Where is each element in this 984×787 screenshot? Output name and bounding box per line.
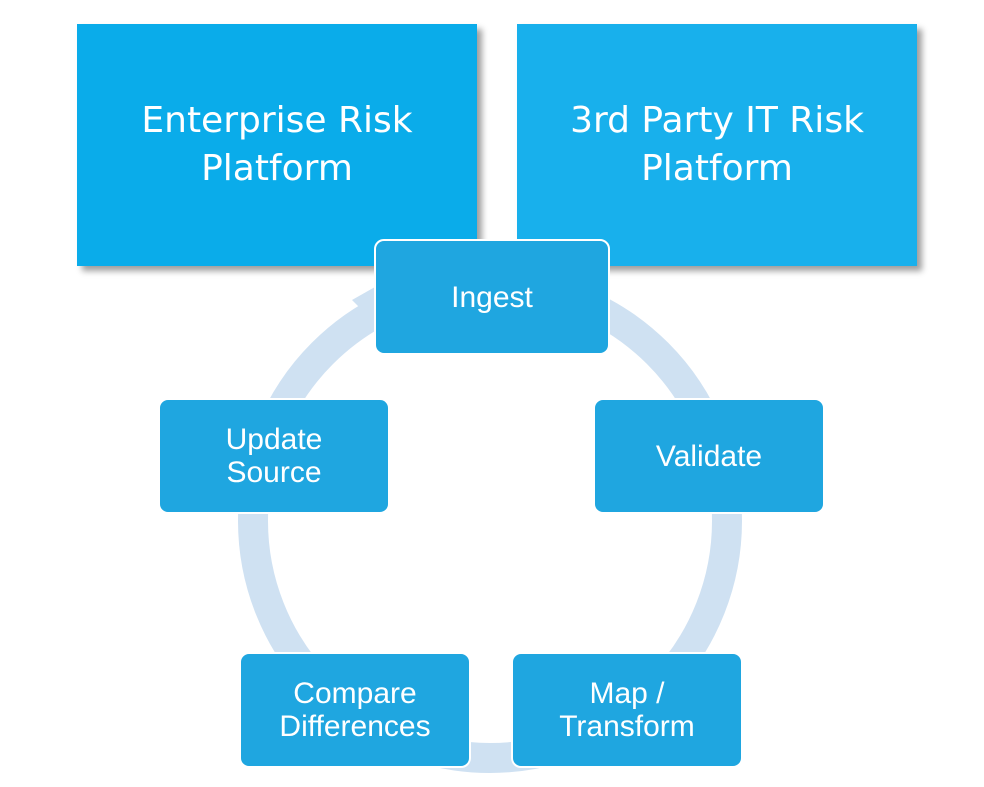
enterprise-risk-platform-box: Enterprise Risk Platform (77, 24, 477, 266)
cycle-step-validate-label: Validate (655, 439, 763, 473)
cycle-step-ingest: Ingest (374, 239, 610, 355)
cycle-step-map-transform: Map / Transform (511, 652, 743, 768)
cycle-step-validate: Validate (593, 398, 825, 514)
cycle-step-map-transform-label: Map / Transform (559, 677, 695, 743)
enterprise-risk-platform-label: Enterprise Risk Platform (141, 100, 413, 189)
cycle-step-compare-differences: Compare Differences (239, 652, 471, 768)
cycle-step-ingest-label: Ingest (451, 280, 533, 314)
cycle-step-update-source-label: Update Source (225, 423, 323, 489)
cycle-step-update-source: Update Source (158, 398, 390, 514)
third-party-it-risk-platform-label: 3rd Party IT Risk Platform (570, 100, 864, 189)
cycle-step-compare-differences-label: Compare Differences (279, 677, 431, 743)
third-party-it-risk-platform-box: 3rd Party IT Risk Platform (517, 24, 917, 266)
